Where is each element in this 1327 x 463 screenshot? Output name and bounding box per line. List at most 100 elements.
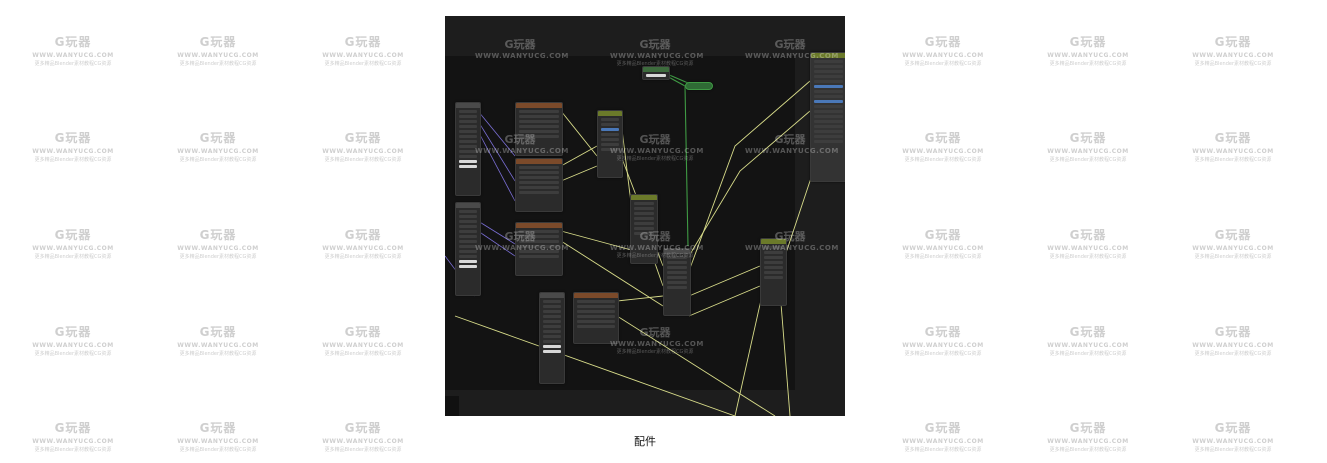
watermark-url: WWW.WANYUCG.COM [322,245,404,252]
watermark-tagline: 更多精品Blender素材教程CG资源 [1194,351,1272,357]
node-olive-1[interactable] [597,110,623,178]
watermark-tagline: 更多精品Blender素材教程CG资源 [34,157,112,163]
watermark-url: WWW.WANYUCG.COM [32,148,114,155]
watermark-url: WWW.WANYUCG.COM [32,342,114,349]
node-brown-4[interactable] [573,292,619,344]
watermark-brand: G玩器 [54,131,92,145]
watermark-tagline: 更多精品Blender素材教程CG资源 [1049,447,1127,453]
watermark-brand: G玩器 [1069,325,1107,339]
watermark-tagline: 更多精品Blender素材教程CG资源 [904,254,982,260]
watermark-brand: G玩器 [199,35,237,49]
node-green-pill[interactable] [685,82,713,90]
node-small-top[interactable] [642,66,670,80]
watermark-url: WWW.WANYUCG.COM [1192,245,1274,252]
node-olive-2[interactable] [630,194,658,264]
watermark-brand: G玩器 [344,131,382,145]
watermark-brand: G玩器 [1214,131,1252,145]
watermark-tagline: 更多精品Blender素材教程CG资源 [324,447,402,453]
node-left-top[interactable] [455,102,481,196]
node-brown-1[interactable] [515,102,563,156]
watermark-tagline: 更多精品Blender素材教程CG资源 [34,351,112,357]
node-properties-panel[interactable] [810,52,845,182]
watermark-brand: G玩器 [1069,228,1107,242]
watermark-brand: G玩器 [54,421,92,435]
watermark-url: WWW.WANYUCG.COM [902,148,984,155]
watermark-tagline: 更多精品Blender素材教程CG资源 [1194,447,1272,453]
background-watermark: G玩器 WWW.WANYUCG.COM 更多精品Blender素材教程CG资源 [898,128,988,164]
watermark-brand: G玩器 [1214,35,1252,49]
watermark-brand: G玩器 [1214,228,1252,242]
watermark-brand: G玩器 [54,325,92,339]
watermark-url: WWW.WANYUCG.COM [177,438,259,445]
watermark-brand: G玩器 [54,35,92,49]
watermark-brand: G玩器 [199,228,237,242]
watermark-tagline: 更多精品Blender素材教程CG资源 [1049,157,1127,163]
watermark-brand: G玩器 [924,228,962,242]
watermark-tagline: 更多精品Blender素材教程CG资源 [1194,254,1272,260]
watermark-url: WWW.WANYUCG.COM [177,148,259,155]
watermark-tagline: 更多精品Blender素材教程CG资源 [34,254,112,260]
background-watermark: G玩器 WWW.WANYUCG.COM 更多精品Blender素材教程CG资源 [173,128,263,164]
watermark-tagline: 更多精品Blender素材教程CG资源 [904,157,982,163]
node-olive-right[interactable] [760,238,787,306]
watermark-brand: G玩器 [199,131,237,145]
watermark-url: WWW.WANYUCG.COM [1192,148,1274,155]
watermark-brand: G玩器 [54,228,92,242]
watermark-url: WWW.WANYUCG.COM [902,52,984,59]
background-watermark: G玩器 WWW.WANYUCG.COM 更多精品Blender素材教程CG资源 [28,32,118,68]
background-watermark: G玩器 WWW.WANYUCG.COM 更多精品Blender素材教程CG资源 [28,128,118,164]
watermark-brand: G玩器 [1214,325,1252,339]
node-brown-2[interactable] [515,158,563,212]
watermark-brand: G玩器 [1069,421,1107,435]
node-gray-mid[interactable] [663,248,691,316]
watermark-brand: G玩器 [924,421,962,435]
watermark-tagline: 更多精品Blender素材教程CG资源 [34,447,112,453]
watermark-url: WWW.WANYUCG.COM [1047,52,1129,59]
node-bottom-left[interactable] [539,292,565,384]
watermark-tagline: 更多精品Blender素材教程CG资源 [904,61,982,67]
watermark-tagline: 更多精品Blender素材教程CG资源 [904,447,982,453]
background-watermark: G玩器 WWW.WANYUCG.COM 更多精品Blender素材教程CG资源 [1043,32,1133,68]
node-left-bottom[interactable] [455,202,481,296]
watermark-tagline: 更多精品Blender素材教程CG资源 [179,61,257,67]
watermark-tagline: 更多精品Blender素材教程CG资源 [179,157,257,163]
watermark-brand: G玩器 [344,421,382,435]
watermark-brand: G玩器 [924,325,962,339]
watermark-tagline: 更多精品Blender素材教程CG资源 [34,61,112,67]
watermark-url: WWW.WANYUCG.COM [32,245,114,252]
watermark-tagline: 更多精品Blender素材教程CG资源 [179,447,257,453]
watermark-tagline: 更多精品Blender素材教程CG资源 [1194,157,1272,163]
watermark-tagline: 更多精品Blender素材教程CG资源 [904,351,982,357]
watermark-tagline: 更多精品Blender素材教程CG资源 [1049,61,1127,67]
image-caption: 配件 [634,435,656,448]
watermark-url: WWW.WANYUCG.COM [322,342,404,349]
background-watermark: G玩器 WWW.WANYUCG.COM 更多精品Blender素材教程CG资源 [1188,128,1278,164]
watermark-tagline: 更多精品Blender素材教程CG资源 [324,157,402,163]
watermark-tagline: 更多精品Blender素材教程CG资源 [324,254,402,260]
watermark-url: WWW.WANYUCG.COM [902,342,984,349]
node-brown-3[interactable] [515,222,563,276]
watermark-brand: G玩器 [1069,131,1107,145]
watermark-brand: G玩器 [1214,421,1252,435]
watermark-url: WWW.WANYUCG.COM [322,148,404,155]
watermark-brand: G玩器 [924,131,962,145]
watermark-brand: G玩器 [344,325,382,339]
watermark-url: WWW.WANYUCG.COM [32,52,114,59]
watermark-url: WWW.WANYUCG.COM [1047,342,1129,349]
watermark-brand: G玩器 [1069,35,1107,49]
